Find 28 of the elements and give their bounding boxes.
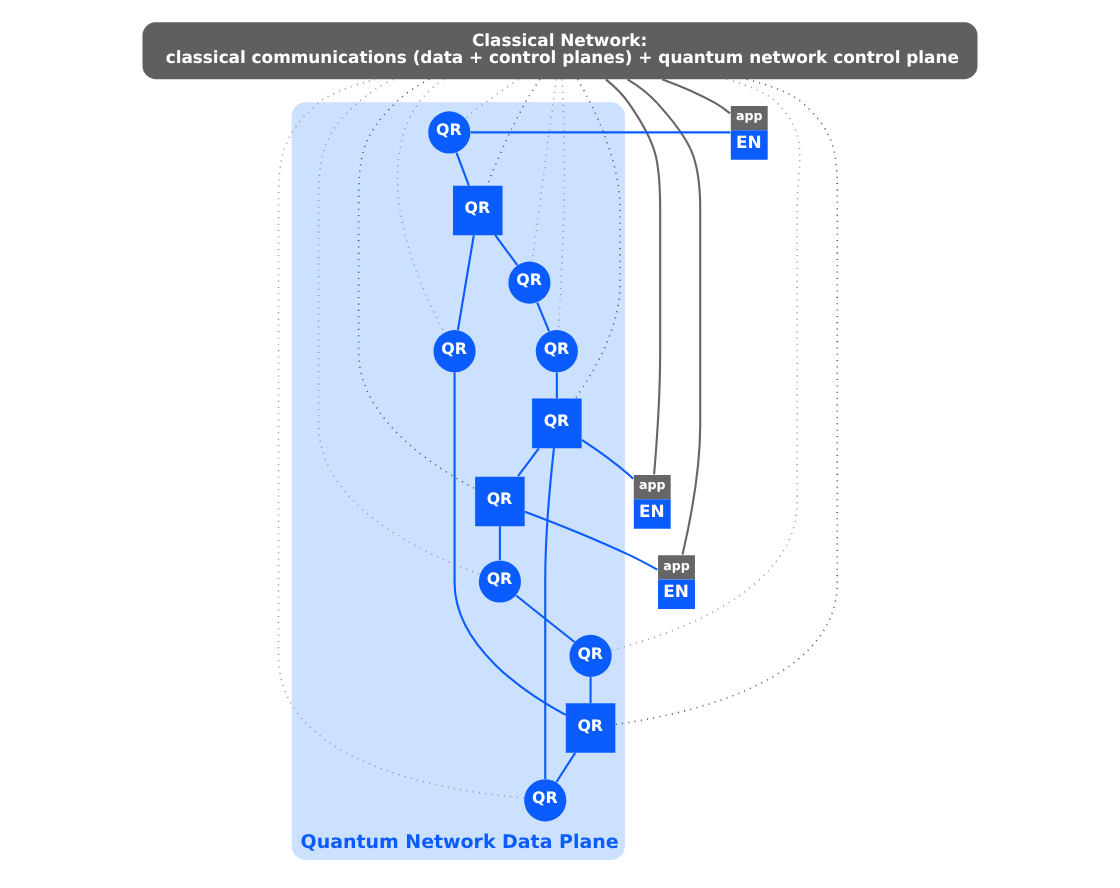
connector bbox=[627, 77, 702, 554]
connector bbox=[455, 151, 470, 185]
connector bbox=[498, 525, 501, 559]
connector bbox=[589, 676, 592, 703]
connector bbox=[531, 77, 558, 262]
connector bbox=[456, 234, 475, 330]
connector bbox=[453, 371, 567, 715]
connector bbox=[661, 77, 731, 114]
connector bbox=[464, 77, 520, 119]
connector bbox=[544, 447, 555, 778]
connector bbox=[470, 130, 731, 133]
connector bbox=[536, 301, 551, 331]
connector bbox=[555, 751, 577, 782]
connector bbox=[581, 437, 634, 479]
connector bbox=[614, 77, 839, 725]
connector bbox=[574, 77, 621, 399]
connector bbox=[517, 446, 540, 476]
connector bbox=[396, 77, 446, 333]
connector bbox=[610, 77, 801, 650]
node-box: Classical Network: classical communications (data + control planes) + quantum network control plane bbox=[142, 21, 978, 79]
connector bbox=[494, 233, 519, 265]
connector bbox=[555, 371, 558, 398]
connector bbox=[317, 77, 481, 574]
connector bbox=[515, 593, 576, 642]
connector bbox=[557, 77, 566, 330]
connector bbox=[524, 509, 658, 570]
connector bbox=[605, 77, 662, 474]
connector bbox=[486, 77, 541, 186]
